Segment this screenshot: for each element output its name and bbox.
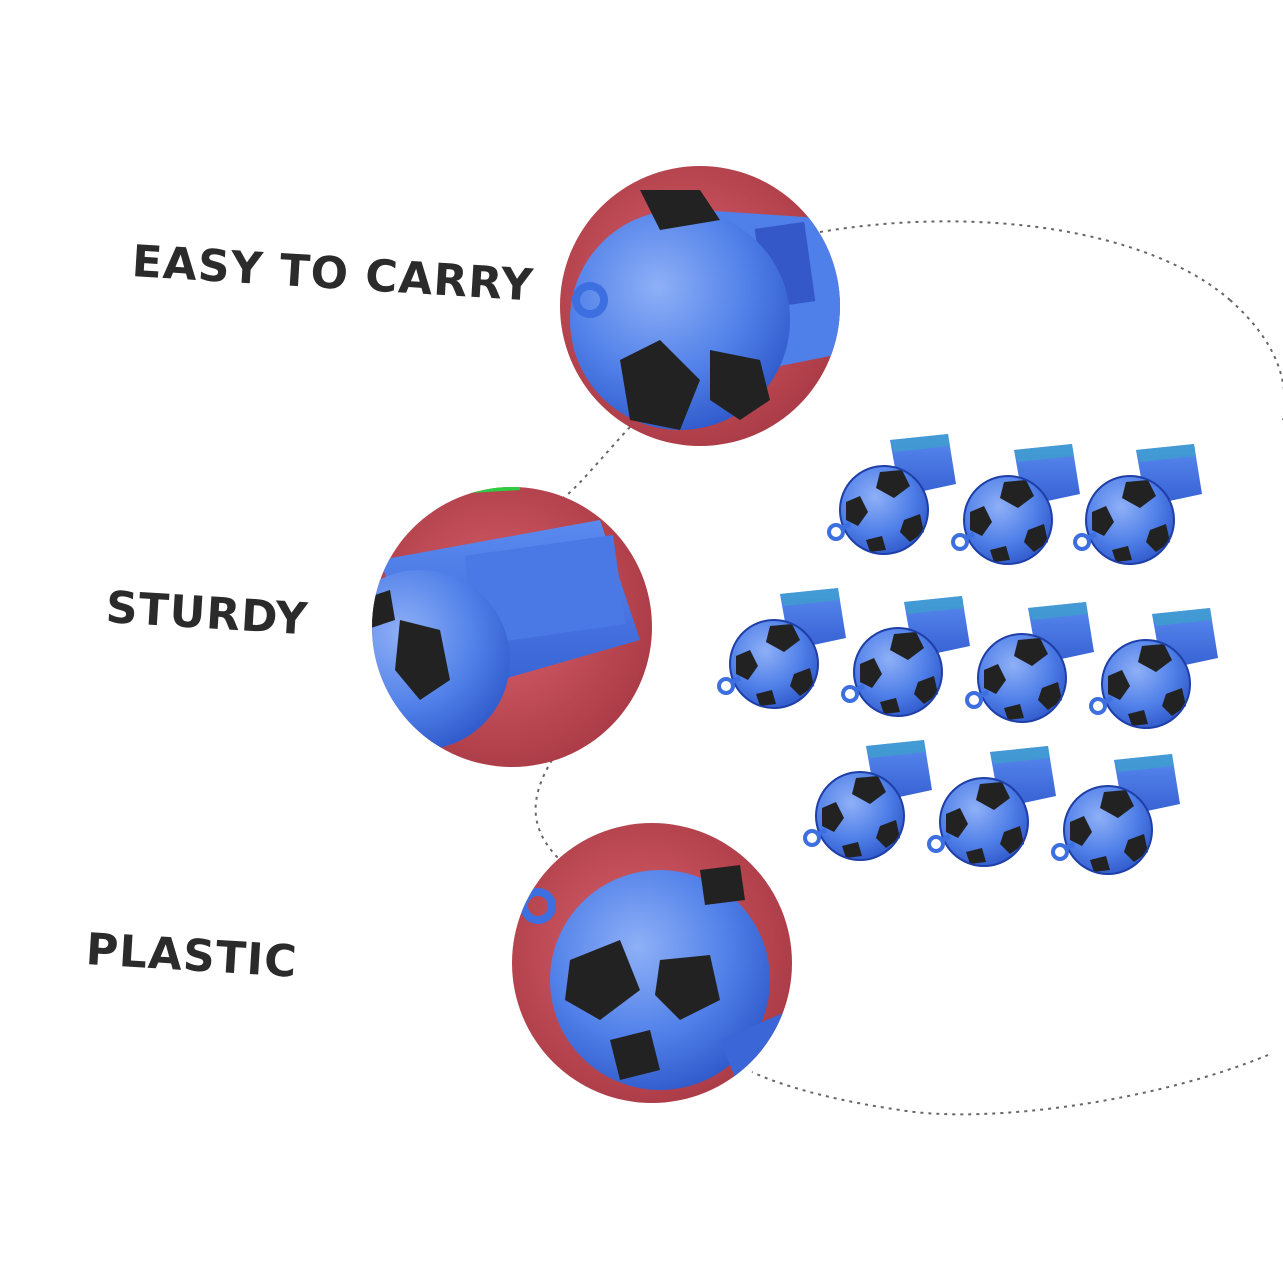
closeup-circle-bottom <box>512 823 792 1103</box>
whistle-item <box>843 596 970 716</box>
whistle-item <box>1053 754 1180 874</box>
whistle-item <box>953 444 1080 564</box>
whistle-item <box>805 740 932 860</box>
whistle-item <box>829 434 956 554</box>
dashed-outline <box>534 220 1269 1116</box>
closeup-circle-middle <box>372 487 652 767</box>
dashed-arc-right <box>1229 299 1283 420</box>
whistle-item <box>1075 444 1202 564</box>
whistle-item <box>719 588 846 708</box>
whistle-grid <box>719 434 1218 874</box>
closeup-circle-top <box>560 166 840 446</box>
whistle-item <box>1091 608 1218 728</box>
whistle-item <box>929 746 1056 866</box>
whistle-item <box>967 602 1094 722</box>
